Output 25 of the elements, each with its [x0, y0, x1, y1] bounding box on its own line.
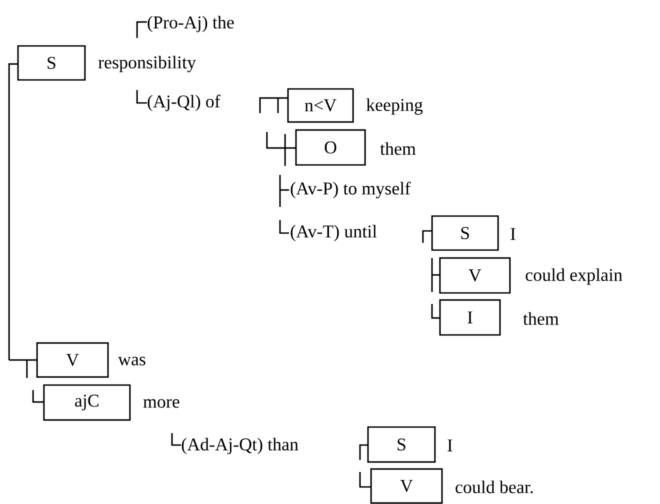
function-label: (Ad-Aj-Qt) than: [182, 438, 298, 454]
label-box: S: [17, 45, 86, 81]
label-box: O: [295, 129, 366, 166]
label-box: V: [370, 468, 443, 504]
word-text: I: [510, 228, 516, 240]
word-text: I: [448, 440, 452, 452]
word-text: them: [523, 312, 559, 325]
label-box: V: [36, 342, 109, 378]
label-box: S: [367, 426, 436, 463]
word-text: could bear.: [456, 480, 533, 494]
word-text: was: [118, 356, 146, 366]
function-label: (Pro-Aj) the: [148, 16, 234, 32]
word-text: keeping: [366, 98, 423, 115]
word-text: responsibility: [98, 56, 196, 72]
label-box: ajC: [43, 384, 131, 421]
label-box: V: [439, 257, 511, 294]
word-text: could explain: [526, 268, 622, 285]
word-text: more: [143, 399, 180, 408]
label-box: n<V: [287, 88, 354, 123]
label-box: S: [431, 215, 499, 251]
function-label: (Av-T) until: [290, 224, 377, 242]
function-label: (Aj-Ql) of: [148, 94, 220, 112]
word-text: them: [380, 142, 416, 155]
function-label: (Av-P) to myself: [290, 182, 411, 198]
label-box: I: [439, 299, 501, 336]
